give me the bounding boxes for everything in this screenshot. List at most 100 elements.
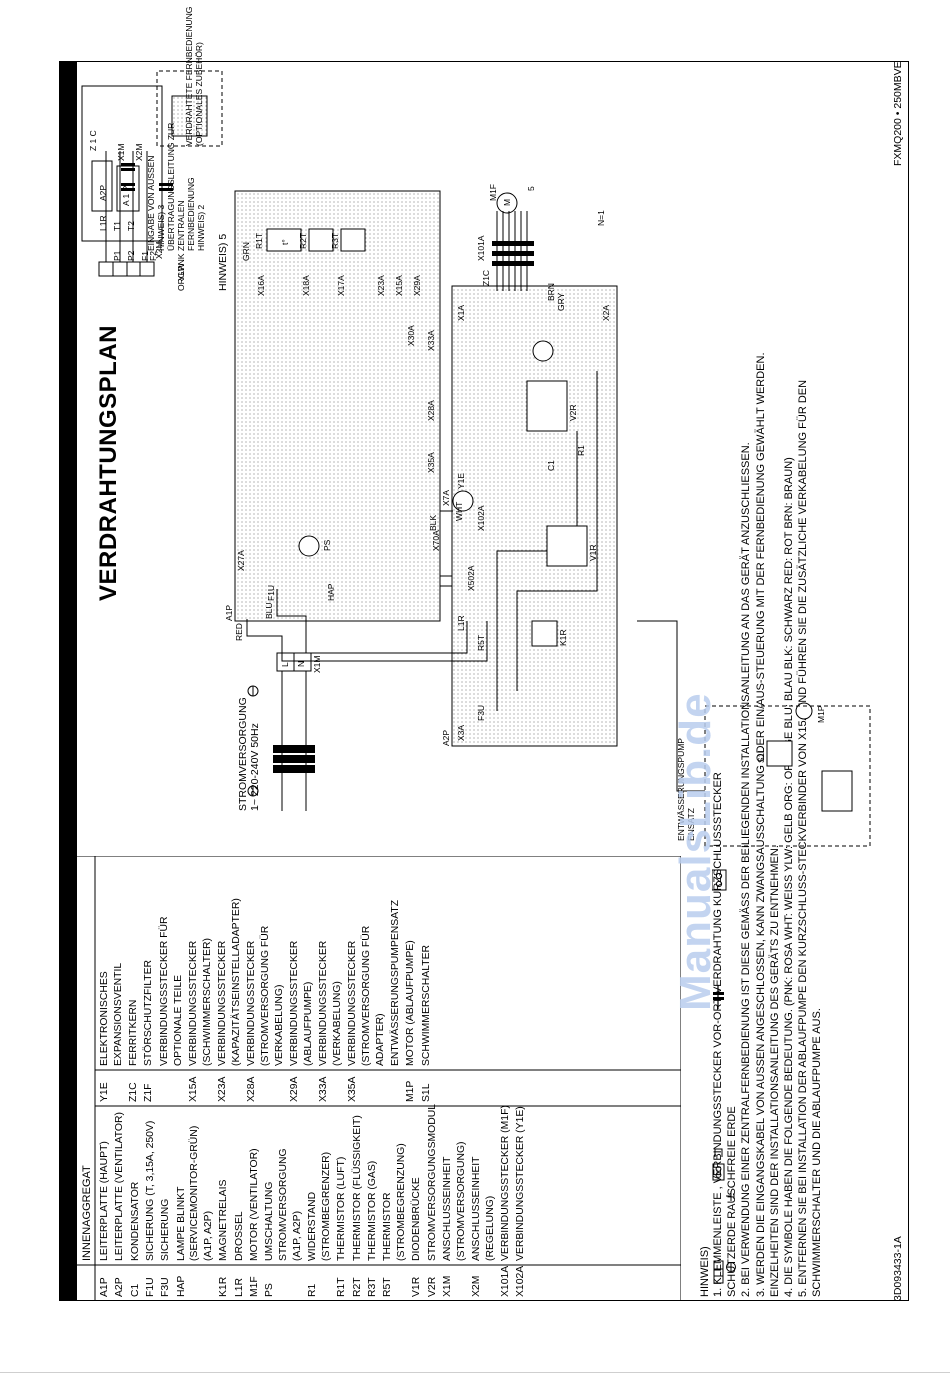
label-a2p_sk: A2P: [98, 184, 108, 201]
legend-left-code-18: X2M: [471, 1275, 482, 1297]
pump-motor-m1p: [795, 702, 813, 720]
legend-right-code-6: X28A: [246, 1076, 257, 1102]
label-hap: HAP: [326, 583, 336, 601]
legend-right-desc-10-0: ENTWÄSSERUNGSPUMPENSATZ: [390, 899, 401, 1066]
legend-left-desc-10-0: WIDERSTAND: [307, 1191, 319, 1261]
legend-left-desc-19-0: VERBINDUNGSSTECKER (M1F): [500, 1105, 512, 1261]
x2m-remote-terminal: [98, 261, 155, 277]
legend-right-code-9: X35A: [347, 1076, 359, 1102]
label-r1: R1: [576, 445, 586, 456]
label-z1c: Z1C: [481, 269, 491, 286]
note-line-4: EINZELHEITEN SIND DER INSTALLATIONSANLEI…: [768, 845, 781, 1297]
legend-left-code-20: X102A: [515, 1265, 527, 1297]
legend-right-desc-11-0: MOTOR (ABLAUFPUMPE): [405, 940, 417, 1066]
ferrite-core-power-2: [273, 755, 315, 763]
protective-earth-icon: [726, 1262, 736, 1272]
label-x35a: X35A: [426, 452, 436, 473]
notes-header: HINWEIS): [699, 1246, 711, 1297]
label-r3t: R3T: [330, 232, 340, 249]
legend-left-desc-17-1: (STROMVERSORGUNG): [455, 1141, 467, 1262]
label-x102a: X102A: [476, 505, 486, 531]
legend-left-code-10: R1: [307, 1283, 319, 1297]
legend-left-code-12: R2T: [351, 1277, 363, 1297]
legend-left-desc-18-1: (REGELUNG): [484, 1195, 496, 1261]
label-ps_sk: A 1 P: [121, 185, 131, 206]
legend-left-desc-6-0: MAGNETRELAIS: [218, 1179, 230, 1261]
label-blu: BLU: [264, 602, 274, 619]
header-band: [59, 61, 77, 1301]
label-z1c_sk: Z 1 C: [88, 130, 98, 151]
wired-remote-inner: [171, 95, 208, 137]
label-t: t°: [280, 239, 290, 245]
label-blk: BLK: [428, 514, 438, 531]
label-r5t: R5T: [476, 634, 486, 651]
legend-left-desc-4-0: SICHERUNG: [160, 1198, 172, 1261]
legend-right-desc-1-0: FERRITKERN: [128, 999, 140, 1066]
legend-right-code-12: S1L: [420, 1083, 432, 1103]
legend-left-desc-20-0: VERBINDUNGSSTECKER (Y1E): [515, 1106, 527, 1261]
legend-right-desc-12-0: SCHWIMMERSCHALTER: [420, 944, 432, 1066]
legend-left-code-2: C1: [129, 1283, 141, 1297]
legend-right-desc-6-2: VERKABELUNG): [273, 984, 285, 1066]
wiring-svg: [81, 70, 871, 847]
label-gry: GRY: [556, 292, 566, 311]
label-x1m_sk: X1M: [116, 143, 126, 161]
legend-right-desc-5-1: (KAPAZITÄTSEINSTELLADAPTER): [230, 898, 242, 1066]
legend-right-desc-4-0: VERBINDUNGSSTECKER: [187, 940, 199, 1066]
legend-right-code-4: X15A: [187, 1076, 199, 1102]
switch-box: [81, 85, 163, 242]
ps-switch-a1p: [298, 535, 320, 557]
legend-left-code-0: A1P: [99, 1277, 110, 1297]
power-module-v2r: [526, 380, 568, 432]
central-line-label-3: HINWEIS) 2: [196, 204, 206, 251]
legend-right-code-7: X29A: [288, 1076, 300, 1102]
legend-left-code-7: L1R: [233, 1277, 245, 1297]
legend-right-desc-7-1: (ABLAUFPUMPE): [302, 981, 314, 1066]
legend-left-code-16: V2R: [426, 1276, 438, 1297]
legend-left-desc-5-0: LAMPE BLINKT: [175, 1186, 187, 1262]
legend-left-code-17: X1M: [441, 1275, 453, 1297]
thermistor-r2t: [308, 228, 334, 252]
legend-left-desc-11-0: THERMISTOR (LUFT): [336, 1156, 348, 1261]
label-f2: F2: [148, 251, 158, 261]
label-l1r_sk: L1R: [98, 215, 108, 231]
label-x502a: X502A: [466, 565, 476, 591]
ext-input-label-0: EINGABE VON AUSSEN: [146, 155, 156, 251]
legend-left-desc-0-0: LEITERPLATTE (HAUPT): [99, 1141, 110, 1261]
fan-motor-wires: [492, 211, 534, 291]
label-f3u: F3U: [476, 704, 486, 721]
legend-left-desc-15-0: DIODENBRÜCKE: [411, 1177, 423, 1261]
legend-right-desc-0-0: ELEKTRONISCHES: [99, 971, 110, 1066]
legend-right-desc-9-2: ADAPTER): [374, 1013, 386, 1066]
switch-box-a1p: [116, 165, 140, 212]
model-label: FXMQ200 • 250MBVE: [892, 61, 904, 166]
legend-right-desc-4-1: (SCHWIMMERSCHALTER): [201, 938, 213, 1066]
label-s1l: S1L: [756, 747, 766, 763]
legend-grid: [77, 856, 681, 1301]
legend-left-desc-14-0: THERMISTOR: [382, 1192, 394, 1261]
label-l1r: L1R: [456, 615, 466, 631]
label-five: 5: [526, 186, 536, 191]
legend-right-code-0: Y1E: [99, 1082, 110, 1102]
relay-k1r: [531, 620, 558, 647]
legend-left-code-14: R5T: [382, 1277, 394, 1297]
page-bottom-rule: [0, 1372, 950, 1373]
legend-right-desc-8-1: (VERKABELUNG): [331, 981, 343, 1066]
float-switch-s1l: [766, 740, 793, 767]
valve-y1e: [452, 490, 474, 512]
watermark: ManualsLib.de: [671, 692, 720, 1011]
legend-left-desc-17-0: ANSCHLUSSEINHEIT: [441, 1156, 453, 1261]
label-x1a: X1A: [456, 304, 466, 321]
legend-right-desc-6-1: (STROMVERSORGUNG FÜR: [259, 925, 271, 1066]
legend-left-code-4: F3U: [160, 1277, 172, 1297]
label-c1: C1: [546, 460, 556, 471]
switch-box-label: SCHALTKASTEN: [65, 78, 77, 161]
legend-right-desc-6-0: VERBINDUNGSSTECKER: [246, 940, 257, 1066]
legend-left-desc-3-0: SICHERUNG (T, 3,15A, 250V): [144, 1120, 156, 1261]
legend-left-desc-9-2: (A1P, A2P): [291, 1210, 303, 1261]
legend-right-desc-3-1: OPTIONALE TEILE: [172, 974, 184, 1066]
legend-left-code-1: A2P: [114, 1277, 126, 1297]
legend-left-code-6: K1R: [218, 1276, 230, 1297]
connector-symbol: [712, 1163, 725, 1181]
